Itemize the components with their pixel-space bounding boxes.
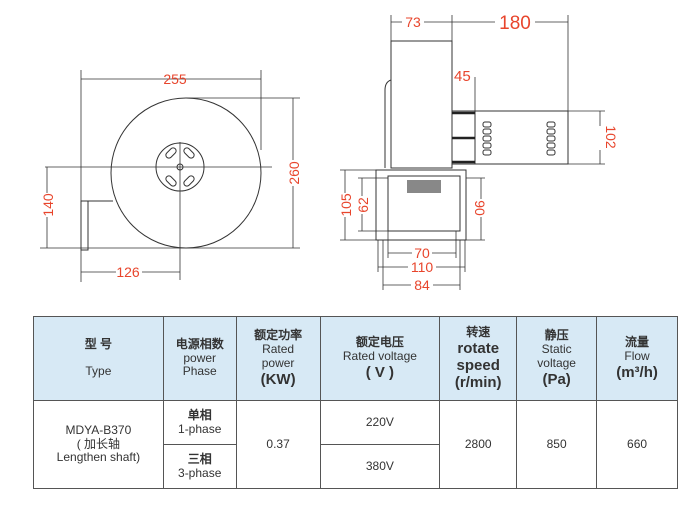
outlet — [80, 200, 89, 251]
front-view: 255 260 140 126 — [40, 70, 302, 282]
side-view: 73 180 45 102 — [338, 12, 619, 293]
cell-power: 0.37 — [235, 400, 321, 489]
fan-housing — [110, 97, 262, 249]
nameplate — [407, 180, 441, 193]
dim-73: 73 — [405, 14, 421, 30]
base — [375, 169, 467, 241]
cell-flow: 660 — [596, 400, 678, 489]
dim-180: 180 — [499, 13, 531, 34]
dim-84: 84 — [414, 277, 430, 293]
cell-speed: 2800 — [439, 400, 518, 489]
dim-45: 45 — [454, 68, 471, 85]
technical-drawing: 255 260 140 126 73 180 45 102 — [40, 12, 619, 293]
dim-110: 110 — [411, 259, 434, 275]
hub-slots — [165, 147, 195, 187]
cell-voltage-220: 220V — [319, 400, 441, 445]
dim-126: 126 — [116, 264, 140, 280]
dim-140: 140 — [40, 193, 56, 217]
dim-260: 260 — [286, 161, 302, 185]
dim-255: 255 — [163, 71, 187, 87]
dim-90: 90 — [472, 200, 488, 216]
motor-vents — [482, 121, 556, 156]
dim-102: 102 — [603, 125, 619, 149]
cell-static: 850 — [516, 400, 598, 489]
cell-voltage-380: 380V — [319, 444, 441, 489]
dim-105: 105 — [338, 193, 354, 217]
housing-side — [390, 40, 453, 169]
dim-70: 70 — [414, 245, 430, 261]
dim-62: 62 — [355, 197, 371, 213]
